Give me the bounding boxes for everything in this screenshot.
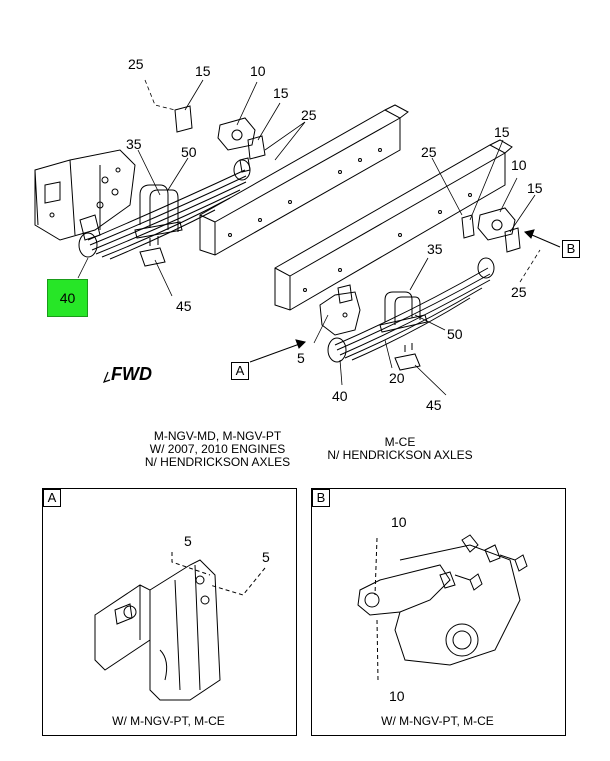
reference-arrows [249,229,561,363]
callout-25: 25 [301,107,317,123]
detail-b-letter: B [312,489,330,507]
detail-b-artwork [357,534,528,681]
detail-panel-b [311,488,566,736]
reference-box-a[interactable]: A [231,362,249,380]
caption-left: M-NGV-MD, M-NGV-PT W/ 2007, 2010 ENGINES… [135,430,300,469]
callout-40: 40 [332,388,348,404]
callout-10: 10 [511,157,527,173]
detail-a-caption: W/ M-NGV-PT, M-CE [112,714,225,728]
detail-b-callout-10: 10 [389,688,405,704]
detail-a-callout-5: 5 [184,533,192,549]
callout-15: 15 [273,85,289,101]
leader-lines [77,79,541,396]
callout-50: 50 [181,144,197,160]
frame-rail-right [274,139,513,311]
callout-15: 15 [527,180,543,196]
right-upper-hanger [461,207,521,253]
left-hanger-bracket [34,149,136,241]
callout-15: 15 [494,124,510,140]
forward-label: FWD [111,364,152,384]
callout-5: 5 [297,350,305,366]
callout-25: 25 [421,144,437,160]
right-clip [394,343,421,371]
callout-15: 15 [195,63,211,79]
callout-25: 25 [511,284,527,300]
right-front-hanger [319,284,361,336]
right-leaf-spring [327,257,495,363]
detail-b-callout-10: 10 [391,514,407,530]
callout-25: 25 [128,56,144,72]
callout-45: 45 [426,397,442,413]
detail-a-callout-5: 5 [262,549,270,565]
left-clip [139,236,166,267]
caption-left-line: N/ HENDRICKSON AXLES [144,455,291,469]
callout-50: 50 [447,326,463,342]
caption-left-line: W/ 2007, 2010 ENGINES [149,442,286,456]
detail-a-letter: A [43,489,61,507]
detail-b-caption: W/ M-NGV-PT, M-CE [381,714,494,728]
highlighted-callout-40[interactable]: 40 [47,279,88,317]
callout-10: 10 [250,63,266,79]
callout-20: 20 [389,370,405,386]
right-u-bolts [379,291,428,333]
caption-right-line: M-CE [384,435,416,449]
detail-a-artwork [94,552,266,701]
callout-35: 35 [427,241,443,257]
callout-35: 35 [126,136,142,152]
detail-panel-a [42,488,297,736]
caption-right-line: N/ HENDRICKSON AXLES [327,448,473,462]
callout-45: 45 [176,298,192,314]
frame-rail-left [199,104,409,256]
left-leaf-spring [78,159,251,260]
caption-right: M-CE N/ HENDRICKSON AXLES [320,436,480,462]
left-upper-hanger [174,105,266,173]
reference-box-b[interactable]: B [562,240,580,258]
caption-left-line: M-NGV-MD, M-NGV-PT [153,429,282,443]
